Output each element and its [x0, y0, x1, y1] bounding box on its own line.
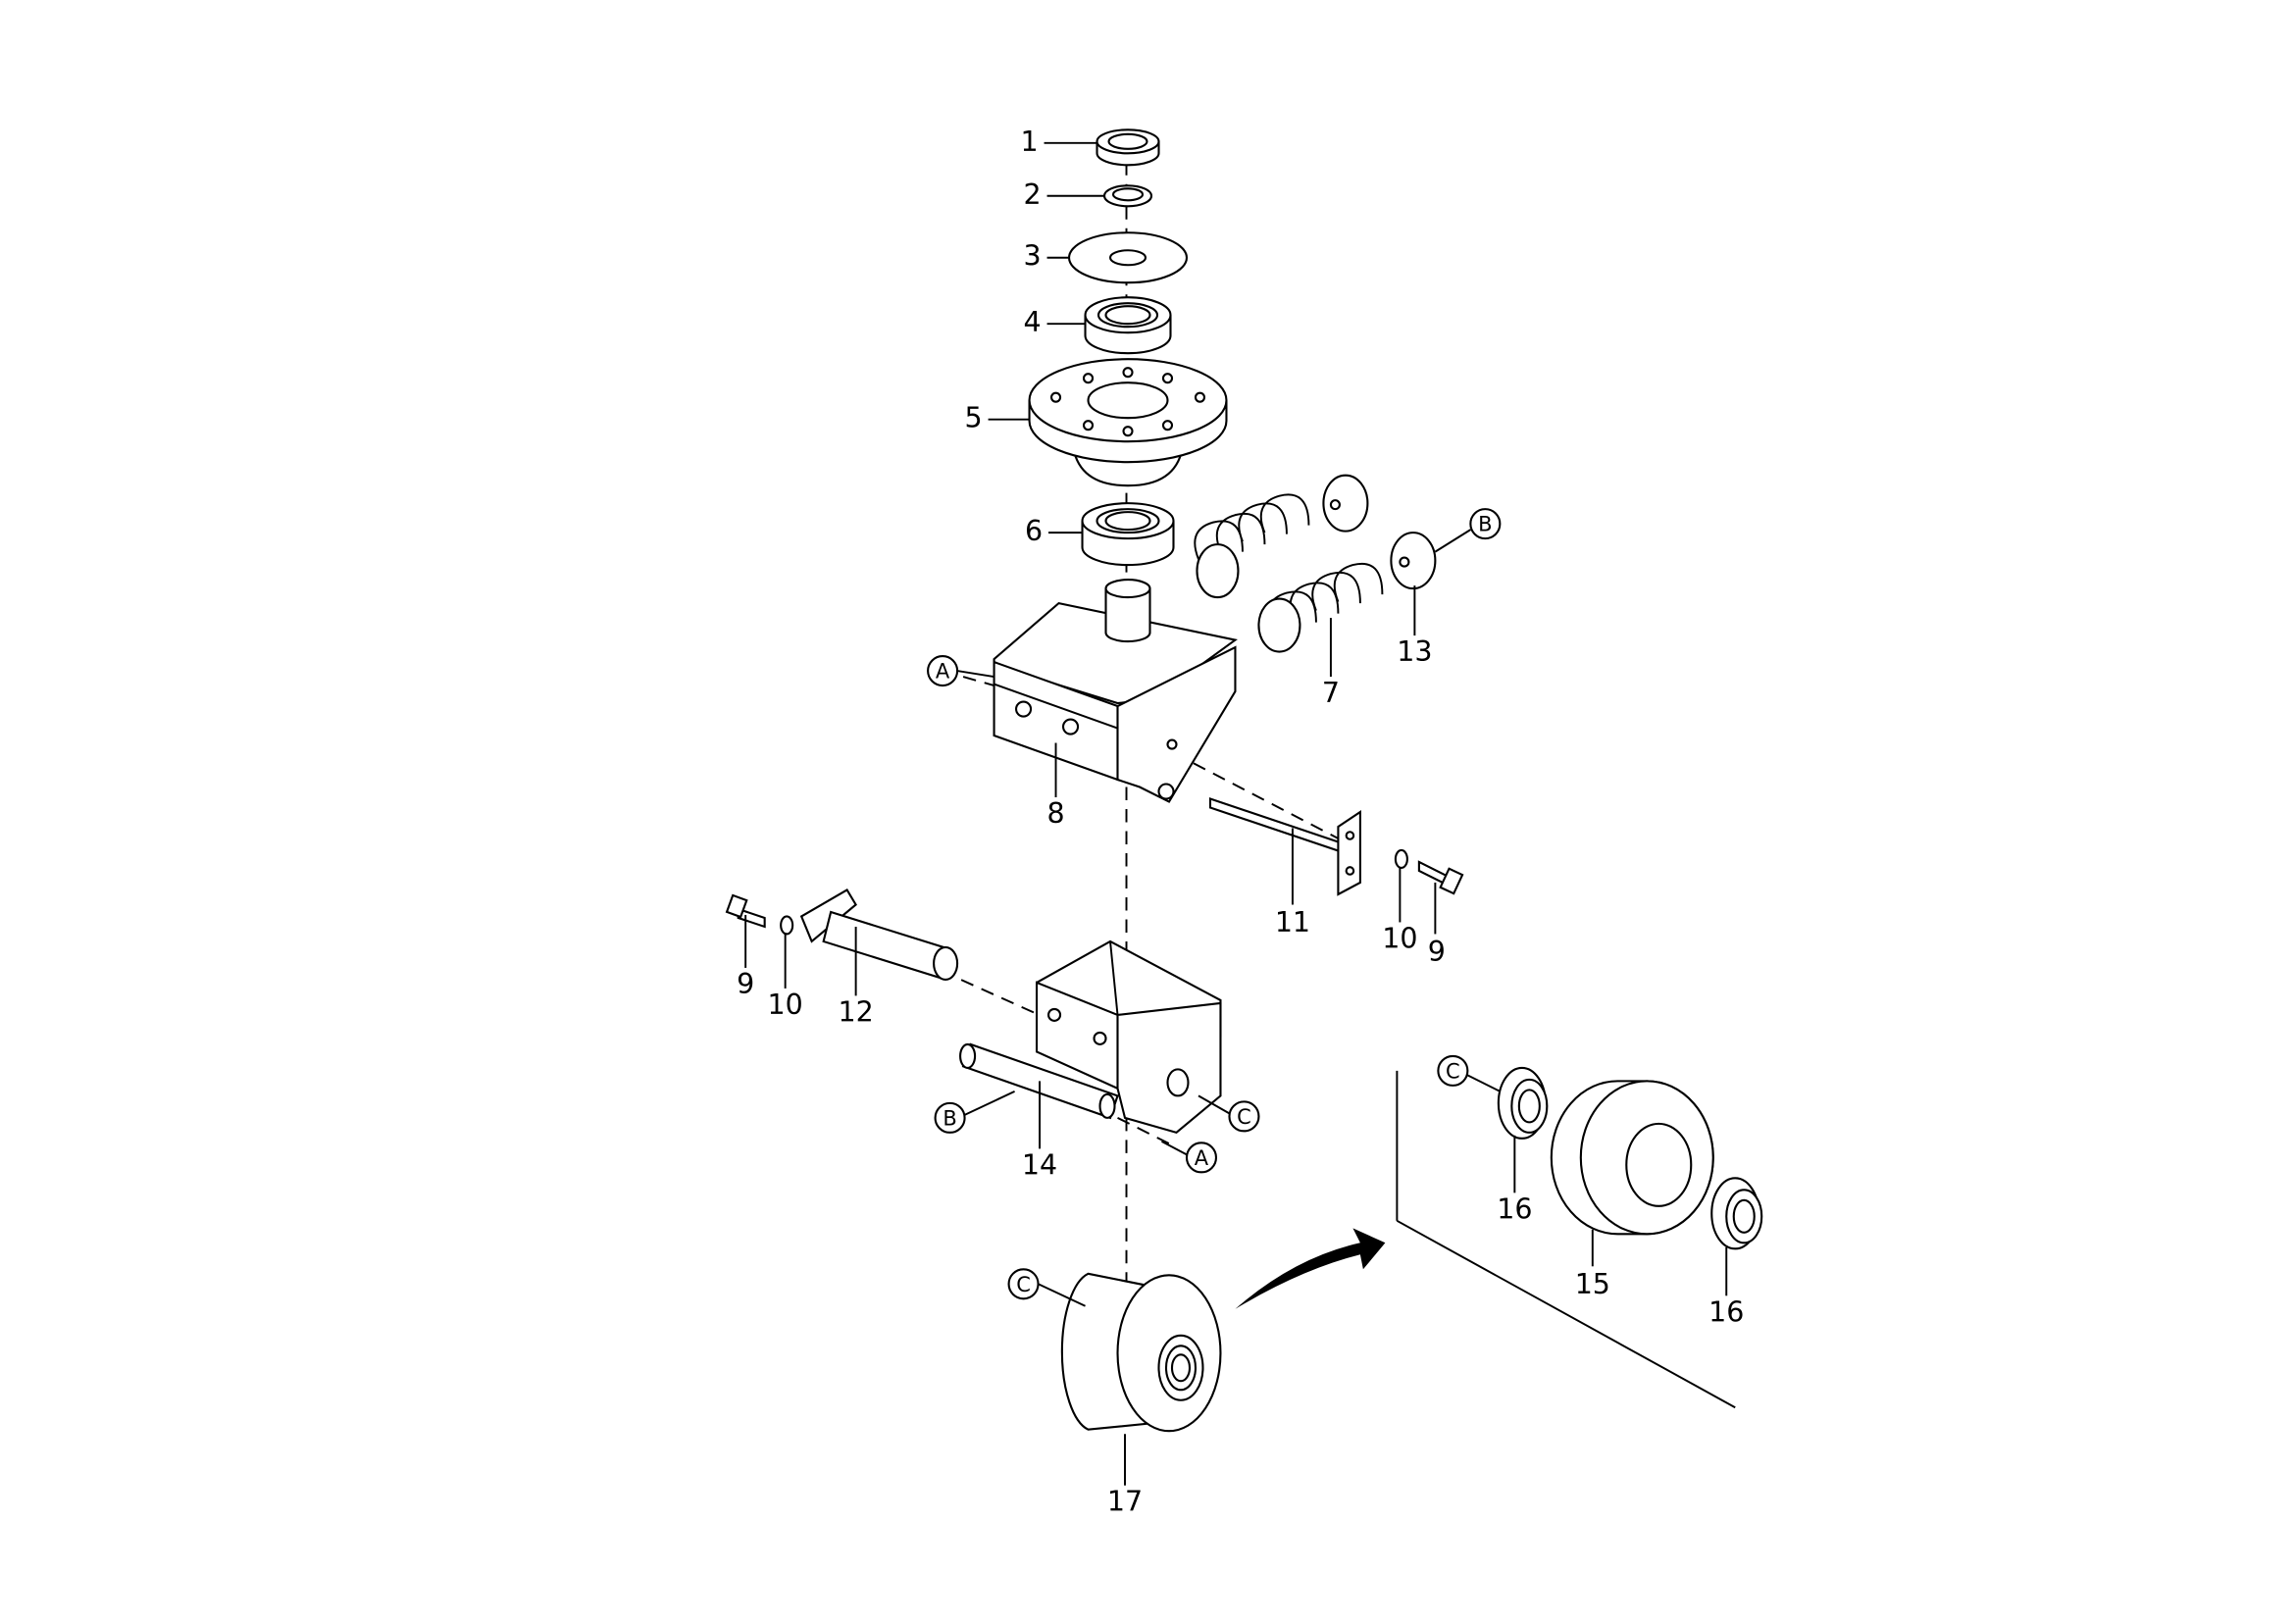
part-4-bearing [1084, 296, 1172, 355]
callout-14: 14 [1022, 1148, 1057, 1181]
callout-6: 6 [1025, 515, 1043, 547]
axis-a-bottom [1117, 1116, 1177, 1148]
part-9-bolt-right [1417, 860, 1464, 895]
callout-5: 5 [965, 402, 983, 434]
part-16-bearing-right [1710, 1177, 1763, 1250]
callout-1: 1 [1020, 126, 1038, 158]
part-5-flange-housing [1028, 358, 1228, 487]
part-8-swivel-block [993, 579, 1238, 803]
callout-13: 13 [1397, 635, 1432, 668]
part-15-wheel [1550, 1080, 1714, 1236]
ref-b-bottom-label: B [943, 1106, 956, 1130]
callout-4: 4 [1023, 306, 1041, 338]
callout-9-left: 9 [737, 968, 754, 1000]
callout-17: 17 [1107, 1486, 1143, 1518]
callout-11: 11 [1275, 906, 1310, 939]
callout-3: 3 [1023, 240, 1041, 273]
part-13-spring-cap-upper [1322, 474, 1369, 533]
part-3-washer [1067, 231, 1189, 284]
callout-16-right: 16 [1708, 1295, 1744, 1328]
ref-a-top: A [927, 655, 959, 687]
ref-c-wheel: C [1007, 1268, 1040, 1300]
part-2-lock-washer [1102, 184, 1153, 208]
ref-c-fork: C [1228, 1100, 1260, 1133]
callout-12: 12 [839, 995, 874, 1028]
part-1-nut [1096, 128, 1160, 167]
part-11-pin [1208, 797, 1361, 896]
ref-c-detail-label: C [1446, 1059, 1460, 1083]
callout-9-right: 9 [1428, 936, 1446, 968]
part-10-washer-right [1394, 848, 1408, 870]
detail-frame-line [1396, 1219, 1736, 1409]
part-16-bearing-left [1497, 1066, 1549, 1140]
ref-c-detail: C [1437, 1054, 1469, 1087]
callout-2: 2 [1023, 178, 1041, 211]
ref-a-bottom-label: A [1195, 1146, 1209, 1170]
ref-b-top: B [1469, 508, 1502, 540]
part-10-washer-left [780, 915, 794, 936]
leader-lines [744, 141, 1728, 1486]
callout-10-right: 10 [1382, 922, 1417, 954]
callout-7: 7 [1322, 677, 1340, 709]
callout-16-left: 16 [1497, 1193, 1532, 1225]
ref-b-top-label: B [1478, 513, 1492, 536]
part-7-spring-lower [1257, 562, 1384, 653]
part-7-spring-upper [1194, 493, 1310, 599]
ref-c-fork-label: C [1237, 1105, 1251, 1129]
callout-8: 8 [1046, 797, 1064, 830]
part-13-spring-cap-lower [1390, 532, 1437, 590]
part-6-bearing [1081, 502, 1175, 567]
part-fork-frame [1035, 939, 1222, 1135]
callout-15: 15 [1575, 1268, 1610, 1300]
callout-10-left: 10 [768, 989, 803, 1021]
arrow-icon [1235, 1228, 1386, 1309]
ref-a-bottom: A [1185, 1142, 1218, 1174]
ref-c-wheel-label: C [1016, 1273, 1031, 1296]
ref-b-bottom: B [934, 1101, 966, 1134]
part-9-bolt-left [725, 893, 766, 929]
part-17-wheel-assembly [1060, 1272, 1222, 1433]
part-12-pin [799, 888, 959, 981]
ref-a-top-label: A [936, 660, 950, 684]
